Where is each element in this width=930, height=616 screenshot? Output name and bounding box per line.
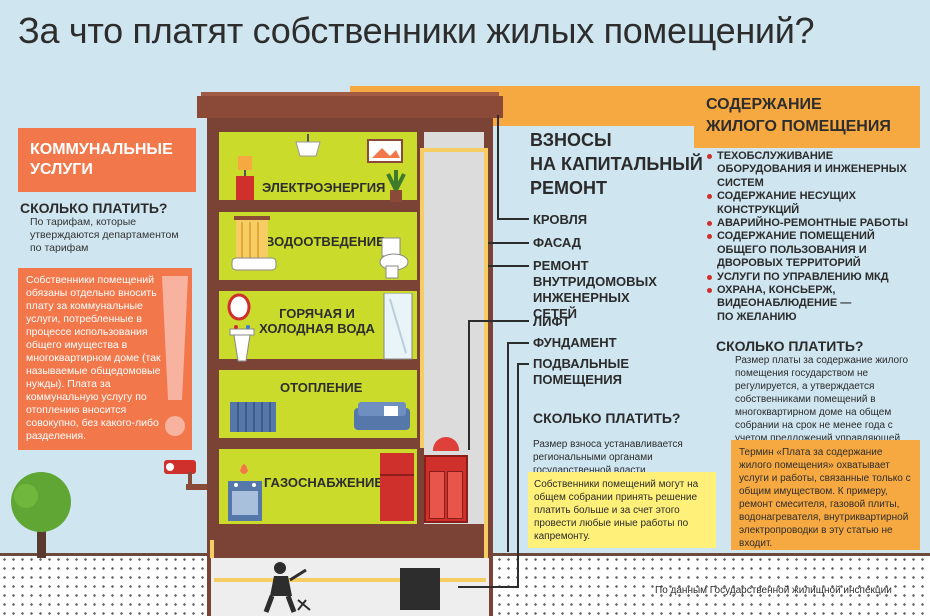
utilities-heading: КОММУНАЛЬНЫЕ УСЛУГИ <box>18 128 196 192</box>
pipe-top <box>420 148 488 152</box>
maintenance-list: ТЕХОБСЛУЖИВАНИЕ ОБОРУДОВАНИЯ И ИНЖЕНЕРНЫ… <box>707 150 925 324</box>
utilities-heading-line2: УСЛУГИ <box>30 161 93 178</box>
capital-repair-info-text: Собственники помещений могут на общем со… <box>534 479 699 542</box>
tree-icon <box>11 472 71 558</box>
floor-label-gas: ГАЗОСНАБЖЕНИЕ <box>264 475 384 490</box>
basement-boiler <box>400 568 440 610</box>
utilities-heading-line1: КОММУНАЛЬНЫЕ <box>30 141 173 158</box>
capital-repair-heading-line1: ВЗНОСЫ <box>530 130 612 150</box>
maintenance-item: ОХРАНА, КОНСЬЕРЖ, ВИДЕОНАБЛЮДЕНИЕ — ПО Ж… <box>707 284 857 324</box>
elevator-door-left <box>429 471 445 519</box>
connector-basement-h <box>458 586 519 588</box>
connector-foundation-v <box>507 342 509 552</box>
maintenance-item: СОДЕРЖАНИЕ ПОМЕЩЕНИЙ ОБЩЕГО ПОЛЬЗОВАНИЯ … <box>707 230 925 270</box>
maintenance-item: ТЕХОБСЛУЖИВАНИЕ ОБОРУДОВАНИЯ И ИНЖЕНЕРНЫ… <box>707 150 925 190</box>
maintenance-info-box: Термин «Плата за содержание жилого помещ… <box>731 440 920 550</box>
page-title: За что платят собственники жилых помещен… <box>18 10 815 51</box>
connector-basement-v <box>517 363 519 587</box>
security-camera-icon <box>164 460 208 490</box>
capital-repair-question: СКОЛЬКО ПЛАТИТЬ? <box>533 410 681 426</box>
roof <box>197 96 503 118</box>
capital-item-basement: ПОДВАЛЬНЫЕ ПОМЕЩЕНИЯ <box>533 356 630 387</box>
basement <box>207 558 493 616</box>
pipe-right-vertical <box>484 148 488 588</box>
gas-room-illustration <box>228 453 414 521</box>
floor-label-water: ГОРЯЧАЯ И ХОЛОДНАЯ ВОДА <box>259 306 375 336</box>
elevator <box>424 455 468 523</box>
maintenance-heading: СОДЕРЖАНИЕ ЖИЛОГО ПОМЕЩЕНИЯ <box>694 88 920 148</box>
maintenance-item: СОДЕРЖАНИЕ НЕСУЩИХ КОНСТРУКЦИЙ <box>707 190 925 217</box>
maintenance-item: АВАРИЙНО-РЕМОНТНЫЕ РАБОТЫ <box>707 217 925 230</box>
source-note: По данным Государственной жилищной инспе… <box>655 585 892 596</box>
capital-item-networks: РЕМОНТ ВНУТРИДОМОВЫХ ИНЖЕНЕРНЫХ СЕТЕЙ <box>533 258 657 321</box>
capital-item-roof: КРОВЛЯ <box>533 212 588 227</box>
elevator-indicator <box>433 437 459 451</box>
electricity-room-illustration <box>236 134 406 202</box>
heating-room-illustration <box>230 402 410 432</box>
capital-repair-answer: Размер взноса устанавливается региональн… <box>533 439 683 476</box>
floor-label-heating: ОТОПЛЕНИЕ <box>280 380 363 395</box>
utilities-answer: По тарифам, которые утверждаются департа… <box>30 216 179 254</box>
utilities-info-text: Собственники помещений обязаны отдельно … <box>26 274 161 442</box>
maintenance-heading-line1: СОДЕРЖАНИЕ <box>706 96 822 113</box>
elevator-door-right <box>447 471 463 519</box>
connector-lift <box>468 320 529 322</box>
capital-repair-heading-line3: РЕМОНТ <box>530 178 608 198</box>
sewerage-room-illustration <box>231 216 409 279</box>
capital-item-lift: ЛИФТ <box>533 314 571 329</box>
pipe-basement-line <box>214 578 486 582</box>
maintenance-info-text: Термин «Плата за содержание жилого помещ… <box>739 447 911 549</box>
water-room-illustration <box>227 293 413 362</box>
roof-cap <box>201 92 499 98</box>
connector-foundation <box>507 342 529 344</box>
connector-networks <box>488 265 529 267</box>
maintenance-item: УСЛУГИ ПО УПРАВЛЕНИЮ МКД <box>707 271 925 284</box>
capital-repair-heading-line2: НА КАПИТАЛЬНЫЙ <box>530 154 703 174</box>
floor-label-electricity: ЭЛЕКТРОЭНЕРГИЯ <box>262 180 386 195</box>
exclamation-icon <box>162 276 188 436</box>
utilities-question: СКОЛЬКО ПЛАТИТЬ? <box>20 200 168 216</box>
connector-roof-v <box>497 115 499 219</box>
connector-roof <box>497 218 529 220</box>
utilities-info-box: Собственники помещений обязаны отдельно … <box>18 268 192 450</box>
pipe-vertical <box>420 148 424 448</box>
maintenance-question: СКОЛЬКО ПЛАТИТЬ? <box>716 338 864 354</box>
capital-repair-heading: ВЗНОСЫ НА КАПИТАЛЬНЫЙ РЕМОНТ <box>530 128 703 200</box>
capital-item-foundation: ФУНДАМЕНТ <box>533 335 617 350</box>
capital-item-facade: ФАСАД <box>533 235 582 250</box>
connector-facade <box>488 242 529 244</box>
maintenance-heading-line2: ЖИЛОГО ПОМЕЩЕНИЯ <box>706 118 891 135</box>
connector-basement <box>517 363 529 365</box>
connector-lift-v <box>468 320 470 450</box>
capital-repair-info-box: Собственники помещений могут на общем со… <box>528 472 716 548</box>
worker-icon <box>263 562 311 613</box>
floor-label-sewerage: ВОДООТВЕДЕНИЕ <box>265 234 385 249</box>
